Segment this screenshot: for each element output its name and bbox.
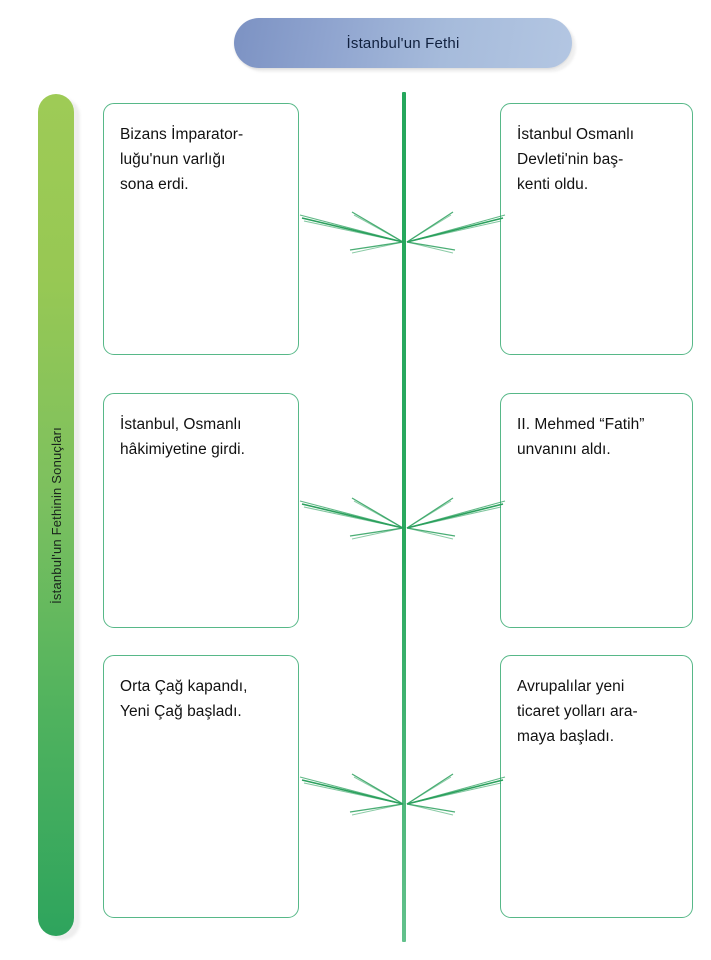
arrow-left-group — [299, 497, 404, 540]
content-box-cag-degisimi: Orta Çağ kapandı, Yeni Çağ başladı. — [103, 655, 299, 918]
arrow-left-group — [299, 211, 404, 254]
content-box-osmanli-baskenti: İstanbul Osmanlı Devleti'nin baş- kenti … — [500, 103, 693, 355]
title-pill: İstanbul'un Fethi — [234, 18, 572, 68]
page-title: İstanbul'un Fethi — [346, 34, 460, 52]
content-box-bizans-imparatorlugu: Bizans İmparator- luğu'nun varlığı sona … — [103, 103, 299, 355]
sidebar-vertical-label: İstanbul'un Fethinin Sonuçları — [48, 426, 64, 604]
content-box-yeni-ticaret-yollari: Avrupalılar yeni ticaret yolları ara- ma… — [500, 655, 693, 918]
box-text: Bizans İmparator- luğu'nun varlığı sona … — [120, 126, 244, 194]
arrow-right-group — [406, 497, 506, 540]
box-text: Avrupalılar yeni ticaret yolları ara- ma… — [517, 678, 638, 746]
sidebar-gradient-bar — [38, 94, 74, 936]
sidebar-label-wrap: İstanbul'un Fethinin Sonuçları — [38, 94, 74, 936]
arrow-right-group — [406, 211, 506, 254]
arrow-left-group — [299, 773, 404, 816]
center-spine-line — [402, 92, 406, 942]
box-text: İstanbul Osmanlı Devleti'nin baş- kenti … — [517, 126, 635, 194]
box-text: İstanbul, Osmanlı hâkimiyetine girdi. — [120, 416, 246, 459]
box-text: Orta Çağ kapandı, Yeni Çağ başladı. — [120, 678, 248, 721]
content-box-fatih-unvani: II. Mehmed “Fatih” unvanını aldı. — [500, 393, 693, 628]
content-box-osmanli-hakimiyeti: İstanbul, Osmanlı hâkimiyetine girdi. — [103, 393, 299, 628]
arrow-right-group — [406, 773, 506, 816]
box-text: II. Mehmed “Fatih” unvanını aldı. — [517, 416, 645, 459]
